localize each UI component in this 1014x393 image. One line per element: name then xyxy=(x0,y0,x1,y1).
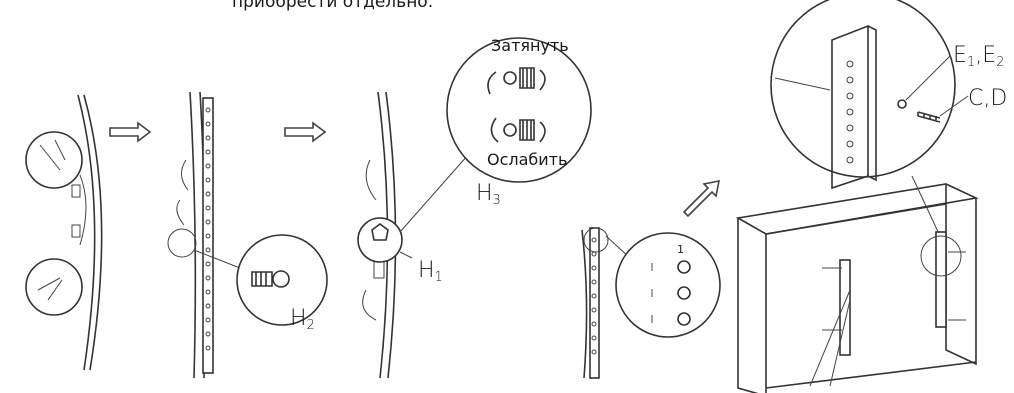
step5-wall-mount xyxy=(735,0,979,393)
h2-label: H2 xyxy=(290,306,315,333)
arrow-diagonal-icon xyxy=(682,179,721,218)
arrow-right-icon xyxy=(284,121,327,143)
loosen-label: Ослабить xyxy=(487,150,568,169)
hole-number-label: 1 xyxy=(677,243,684,256)
step4-rail-holes xyxy=(581,227,721,379)
step2-tv-rail xyxy=(167,91,328,379)
step3-tv-bracket xyxy=(357,37,592,379)
h3-label: H3 xyxy=(476,181,501,208)
cd-label: C,D xyxy=(968,86,1008,111)
arrow-right-icon xyxy=(109,121,152,143)
step1-tv-side xyxy=(25,94,103,371)
e1-e2-label: E1,E2 xyxy=(953,43,1005,70)
h1-label: H1 xyxy=(418,258,443,285)
tighten-label: Затянуть xyxy=(491,36,569,55)
caption-top: приобрести отдельно. xyxy=(232,0,434,12)
